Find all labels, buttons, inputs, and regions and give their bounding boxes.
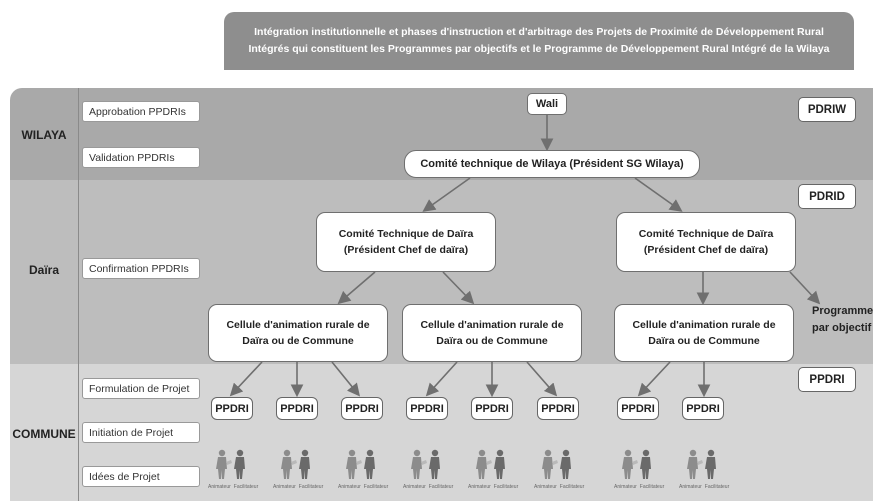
facilitateur-caption: Facilitateur (428, 484, 454, 490)
ppdri-box-3: PPDRI (341, 397, 383, 420)
people-icon (406, 448, 448, 482)
animateur-caption: Animateur (208, 484, 231, 490)
ppdri-box-8: PPDRI (682, 397, 724, 420)
people-icon (276, 448, 318, 482)
node-comite-wilaya: Comité technique de Wilaya (Président SG… (404, 150, 700, 178)
people-icon (341, 448, 383, 482)
stage-confirmation: Confirmation PPDRIs (82, 258, 200, 279)
people-icon (211, 448, 253, 482)
animateur-caption: Animateur (468, 484, 491, 490)
comite-daira-left-line2: (Président Chef de daïra) (343, 244, 469, 256)
cellule-2-line2: Daïra ou de Commune (436, 335, 548, 347)
stage-validation: Validation PPDRIs (82, 147, 200, 168)
animateur-caption: Animateur (534, 484, 557, 490)
people-icon (471, 448, 513, 482)
stage-approbation: Approbation PPDRIs (82, 101, 200, 122)
header-line-2: Intégrés qui constituent les Programmes … (248, 43, 830, 55)
cellule-1-line2: Daïra ou de Commune (242, 335, 354, 347)
people-icon (682, 448, 724, 482)
tag-ppdri: PPDRI (798, 367, 856, 392)
tag-pdriw: PDRIW (798, 97, 856, 122)
node-comite-wilaya-label: Comité technique de Wilaya (Président SG… (420, 158, 684, 170)
facilitateur-caption: Facilitateur (298, 484, 324, 490)
programme-line1: Programme (812, 305, 873, 317)
facilitateur-caption: Facilitateur (493, 484, 519, 490)
comite-daira-left-line1: Comité Technique de Daïra (338, 228, 474, 240)
node-cellule-1: Cellule d'animation rurale de Daïra ou d… (208, 304, 388, 362)
cellule-3-line2: Daïra ou de Commune (648, 335, 760, 347)
node-cellule-2: Cellule d'animation rurale de Daïra ou d… (402, 304, 582, 362)
animateur-caption: Animateur (338, 484, 361, 490)
comite-daira-right-line1: Comité Technique de Daïra (638, 228, 774, 240)
facilitateur-caption: Facilitateur (363, 484, 389, 490)
people-icon (537, 448, 579, 482)
people-icon (617, 448, 659, 482)
stage-formulation: Formulation de Projet (82, 378, 200, 399)
cellule-1-line1: Cellule d'animation rurale de (226, 319, 370, 331)
stage-initiation: Initiation de Projet (82, 422, 200, 443)
ppdri-box-4: PPDRI (406, 397, 448, 420)
animateur-caption: Animateur (273, 484, 296, 490)
node-cellule-3: Cellule d'animation rurale de Daïra ou d… (614, 304, 794, 362)
ppdri-box-6: PPDRI (537, 397, 579, 420)
node-wali: Wali (527, 93, 567, 115)
facilitateur-caption: Facilitateur (559, 484, 585, 490)
animateur-caption: Animateur (614, 484, 637, 490)
ppdri-box-1: PPDRI (211, 397, 253, 420)
programme-line2: par objectif (812, 322, 872, 334)
header-line-1: Intégration institutionnelle et phases d… (254, 26, 824, 38)
ppdri-box-7: PPDRI (617, 397, 659, 420)
header-banner: Intégration institutionnelle et phases d… (224, 12, 854, 70)
animateur-caption: Animateur (679, 484, 702, 490)
comite-daira-right-line2: (Président Chef de daïra) (643, 244, 769, 256)
level-commune: COMMUNE (12, 427, 76, 441)
facilitateur-caption: Facilitateur (639, 484, 665, 490)
node-comite-daira-left: Comité Technique de Daïra (Président Che… (316, 212, 496, 272)
tag-pdrid: PDRID (798, 184, 856, 209)
cellule-3-line1: Cellule d'animation rurale de (632, 319, 776, 331)
ppdri-box-5: PPDRI (471, 397, 513, 420)
facilitateur-caption: Facilitateur (233, 484, 259, 490)
ppdri-box-2: PPDRI (276, 397, 318, 420)
stage-idees: Idées de Projet (82, 466, 200, 487)
node-programme: Programme par objectif (812, 303, 873, 337)
node-comite-daira-right: Comité Technique de Daïra (Président Che… (616, 212, 796, 272)
node-wali-label: Wali (535, 98, 559, 110)
level-wilaya: WILAYA (21, 128, 67, 142)
level-daira: Daïra (28, 263, 60, 277)
level-divider (78, 88, 79, 501)
facilitateur-caption: Facilitateur (704, 484, 730, 490)
cellule-2-line1: Cellule d'animation rurale de (420, 319, 564, 331)
animateur-caption: Animateur (403, 484, 426, 490)
